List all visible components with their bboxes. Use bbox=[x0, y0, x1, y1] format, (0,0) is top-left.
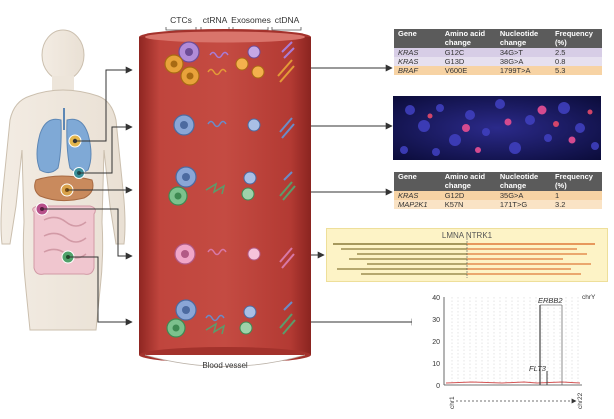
table2-header-nucleotide: Nucleotide change bbox=[495, 172, 552, 191]
table-cell-nucleotide: 171T>G bbox=[495, 200, 552, 209]
column-header-ctrna: ctRNA bbox=[203, 15, 228, 25]
table-cell-amino: V600E bbox=[440, 66, 496, 75]
table1-header-gene: Gene bbox=[394, 29, 441, 48]
table-row: KRAS G12D 35G>A 1 bbox=[394, 191, 602, 200]
table-cell-amino: G12C bbox=[440, 48, 496, 57]
table-cell-gene: MAP2K1 bbox=[394, 200, 441, 209]
copy-number-plot: 40 30 20 10 0 ERBB2 FLT3 chrY chr1 chr22 bbox=[412, 291, 612, 413]
body-to-vessel-connectors bbox=[42, 66, 133, 326]
cnv-label-flt3: FLT3 bbox=[529, 364, 547, 373]
table-cell-amino: G12D bbox=[440, 191, 496, 200]
table-cell-amino: G13D bbox=[440, 57, 496, 66]
table-cell-frequency: 0.8 bbox=[551, 57, 602, 66]
vessel-row-1 bbox=[164, 41, 295, 86]
fusion-title: LMNA NTRK1 bbox=[441, 231, 493, 240]
table1-header-amino: Amino acid change bbox=[440, 29, 496, 48]
table-cell-frequency: 1 bbox=[551, 191, 602, 200]
table-row: KRAS G13D 38G>A 0.8 bbox=[394, 57, 602, 66]
cnv-y-tick-30: 30 bbox=[432, 317, 440, 324]
table2-header-amino: Amino acid change bbox=[440, 172, 496, 191]
column-header-exosomes: Exosomes bbox=[231, 15, 271, 25]
table-cell-nucleotide: 34G>T bbox=[495, 48, 552, 57]
cnv-y-tick-20: 20 bbox=[432, 339, 440, 346]
colon-icon bbox=[32, 205, 96, 275]
table-cell-amino: K57N bbox=[440, 200, 496, 209]
cnv-chr-start-label: chr1 bbox=[449, 396, 456, 409]
mutation-table-2: Gene Amino acid change Nucleotide change… bbox=[394, 172, 602, 209]
column-header-ctdna: ctDNA bbox=[275, 15, 300, 25]
cnv-chr-top-label: chrY bbox=[582, 294, 596, 301]
cnv-y-tick-0: 0 bbox=[436, 383, 440, 390]
vessel-row-4 bbox=[174, 243, 295, 269]
table-cell-frequency: 3.2 bbox=[551, 200, 602, 209]
table-cell-gene: BRAF bbox=[394, 66, 441, 75]
gene-fusion-panel: LMNA NTRK1 bbox=[326, 228, 608, 282]
cnv-y-tick-40: 40 bbox=[432, 295, 440, 302]
vessel-to-output-connectors bbox=[311, 64, 419, 326]
cnv-label-erbb2: ERBB2 bbox=[538, 296, 563, 305]
table-cell-gene: KRAS bbox=[394, 48, 441, 57]
table1-header-nucleotide: Nucleotide change bbox=[495, 29, 552, 48]
sequence-reads bbox=[333, 238, 595, 278]
table-cell-gene: KRAS bbox=[394, 191, 441, 200]
table-row: KRAS G12C 34G>T 2.5 bbox=[394, 48, 602, 57]
table-cell-nucleotide: 35G>A bbox=[495, 191, 552, 200]
vessel-row-2 bbox=[173, 114, 295, 139]
table-row: MAP2K1 K57N 171T>G 3.2 bbox=[394, 200, 602, 209]
column-header-ctcs: CTCs bbox=[170, 15, 192, 25]
sequence-alignment-graphic bbox=[333, 238, 595, 278]
table-cell-frequency: 2.5 bbox=[551, 48, 602, 57]
table-cell-frequency: 5.3 bbox=[551, 66, 602, 75]
table2-header-frequency: Frequency (%) bbox=[551, 172, 602, 191]
histology-image bbox=[393, 96, 601, 160]
vessel-label: Blood vessel bbox=[202, 361, 248, 370]
cnv-chr-end-label: chr22 bbox=[577, 392, 584, 409]
table1-header-frequency: Frequency (%) bbox=[551, 29, 602, 48]
table2-header-gene: Gene bbox=[394, 172, 441, 191]
mutation-table-1: Gene Amino acid change Nucleotide change… bbox=[394, 29, 602, 75]
table-row: BRAF V600E 1799T>A 5.3 bbox=[394, 66, 602, 75]
table-cell-nucleotide: 1799T>A bbox=[495, 66, 552, 75]
cnv-y-tick-10: 10 bbox=[432, 361, 440, 368]
table-cell-gene: KRAS bbox=[394, 57, 441, 66]
blood-vessel bbox=[139, 29, 311, 367]
cnv-gridlines bbox=[451, 297, 579, 385]
vessel-row-5 bbox=[166, 299, 296, 338]
vessel-row-3 bbox=[168, 166, 296, 206]
cnv-peak-erbb2 bbox=[539, 304, 563, 385]
table-cell-nucleotide: 38G>A bbox=[495, 57, 552, 66]
